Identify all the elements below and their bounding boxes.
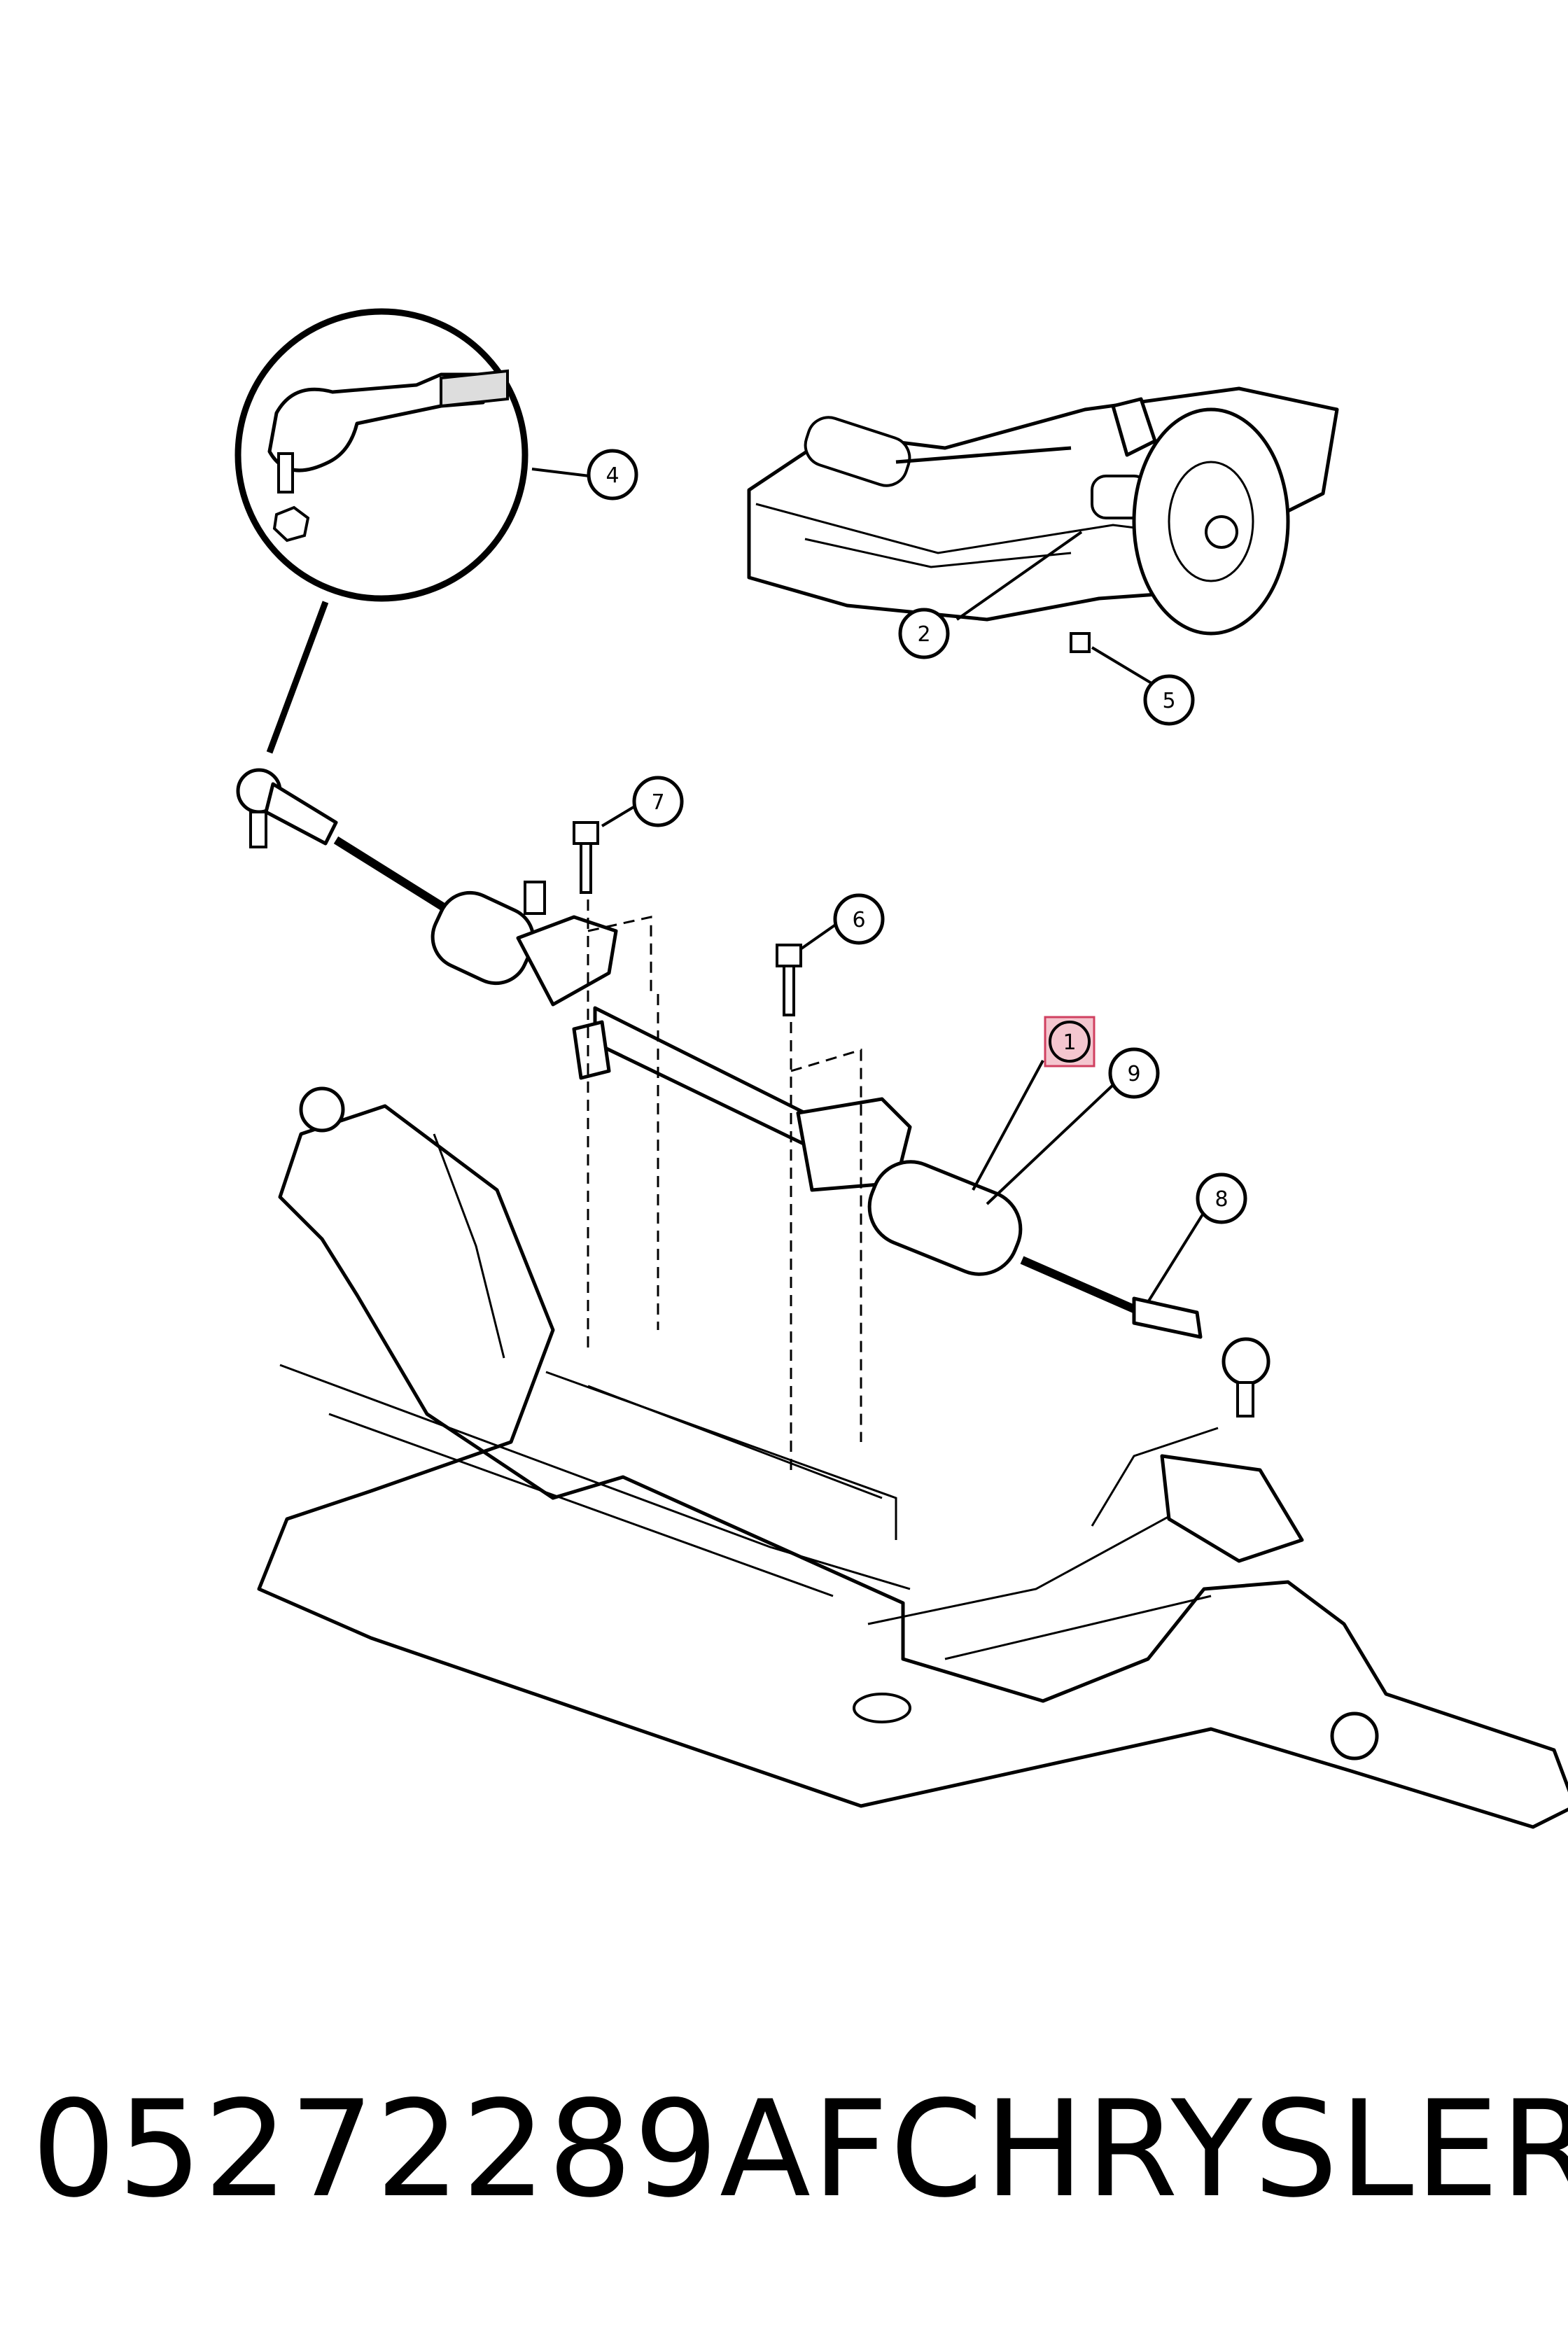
callout-1-label: 1 [1063, 1030, 1076, 1055]
callout-6-label: 6 [852, 908, 865, 932]
callout-8: 8 [1196, 1172, 1247, 1224]
callout-4: 4 [587, 449, 638, 500]
callout-2: 2 [898, 608, 950, 659]
callout-8-label: 8 [1214, 1187, 1228, 1212]
part-caption: 05272289AF CHRYSLER [28, 2071, 1568, 2227]
callout-6: 6 [833, 893, 885, 945]
brand-name: CHRYSLER [890, 2071, 1568, 2227]
front-crossmember [257, 1086, 1568, 1829]
callout-7-label: 7 [651, 790, 664, 815]
tie-rod-end-detail-view [234, 308, 528, 754]
part-number: 05272289AF [31, 2071, 890, 2227]
callout-7: 7 [632, 776, 684, 827]
callout-9-label: 9 [1127, 1062, 1140, 1086]
callout-1: 1 [1044, 1016, 1096, 1068]
callout-2-label: 2 [917, 622, 930, 647]
callout-5: 5 [1143, 674, 1195, 726]
callout-5-label: 5 [1162, 689, 1175, 713]
callout-4-label: 4 [606, 463, 619, 488]
leader-lines [531, 468, 1204, 1303]
callout-9: 9 [1108, 1047, 1160, 1099]
steering-rack-assembly [236, 768, 1270, 1470]
assembly-location-inset [747, 386, 1339, 691]
